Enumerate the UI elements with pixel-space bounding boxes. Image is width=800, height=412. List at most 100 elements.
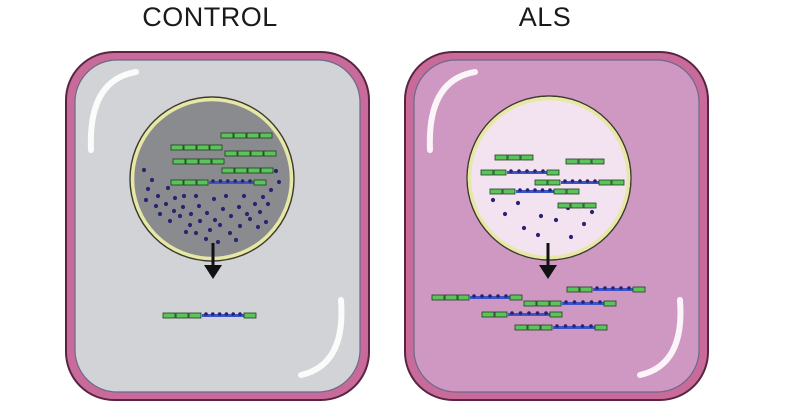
exon-block <box>494 154 508 161</box>
protein-dot <box>510 311 514 315</box>
protein-dot <box>538 213 544 219</box>
exon-block <box>502 188 516 195</box>
rna-strand <box>557 202 597 209</box>
exon-block <box>494 311 508 318</box>
protein-dot <box>183 229 189 235</box>
protein-dot <box>211 196 217 202</box>
protein-dot <box>187 222 193 228</box>
rna-strand <box>514 324 608 331</box>
protein-dot <box>480 294 484 298</box>
protein-dot <box>248 179 252 183</box>
protein-dot <box>535 311 540 315</box>
exon-block <box>557 202 571 209</box>
exon-block <box>507 154 521 161</box>
exon-block <box>591 158 605 165</box>
exon-block <box>603 300 617 307</box>
exon-block <box>444 294 458 301</box>
protein-dot <box>233 179 237 183</box>
exon-block <box>183 144 197 151</box>
protein-dot <box>193 193 199 199</box>
exon-block <box>527 324 541 331</box>
protein-dot <box>268 187 274 193</box>
highlight-top <box>87 69 139 153</box>
protein-dot <box>472 294 476 298</box>
exon-block <box>224 150 238 157</box>
protein-dot <box>490 197 496 203</box>
exon-block <box>260 167 274 174</box>
protein-dot <box>241 193 247 199</box>
down-arrow-icon <box>539 265 557 279</box>
protein-dot <box>196 203 202 209</box>
protein-dot <box>265 201 271 207</box>
protein-dot <box>240 179 245 183</box>
exon-block <box>546 169 560 176</box>
exon-block <box>549 300 562 307</box>
protein-dot <box>603 286 607 290</box>
protein-dot <box>165 185 171 191</box>
exon-block <box>632 286 646 293</box>
rna-strand <box>481 311 563 318</box>
protein-dot <box>143 197 149 203</box>
exon-block <box>253 179 267 186</box>
protein-dot <box>220 206 226 212</box>
protein-dot <box>598 300 602 304</box>
exon-block <box>263 150 277 157</box>
protein-dot <box>570 179 575 183</box>
exon-block <box>493 169 507 176</box>
rna-strand <box>221 167 274 174</box>
rna-strand <box>489 188 580 195</box>
exon-block <box>198 158 212 165</box>
rna-strand <box>172 158 225 165</box>
exon-block <box>457 294 470 301</box>
rna-strand <box>523 300 617 307</box>
protein-dot <box>227 230 233 236</box>
exon-block <box>183 179 197 186</box>
protein-dot <box>564 300 568 304</box>
protein-dot <box>247 216 253 222</box>
rna-strand <box>224 150 277 157</box>
protein-dot <box>496 294 500 298</box>
highlight-bottom <box>298 297 345 378</box>
protein-dot <box>255 224 261 230</box>
protein-dot <box>276 179 282 185</box>
protein-dot <box>204 312 208 316</box>
exon-block <box>579 286 593 293</box>
exon-block <box>259 132 273 139</box>
exon-block <box>583 202 597 209</box>
exon-block <box>536 300 550 307</box>
protein-dot <box>593 179 597 183</box>
exon-block <box>547 179 561 186</box>
exon-block <box>489 188 503 195</box>
protein-dot <box>226 179 230 183</box>
rna-strand <box>220 132 273 139</box>
exon-block <box>570 202 584 209</box>
protein-dot <box>157 211 163 217</box>
exon-block <box>247 167 261 174</box>
protein-dot <box>563 179 567 183</box>
exon-block <box>196 179 209 186</box>
protein-dot <box>263 219 269 225</box>
exon-block <box>172 158 186 165</box>
exon-block <box>523 300 537 307</box>
protein-dot <box>260 194 266 200</box>
protein-dot <box>509 169 513 173</box>
exon-block <box>549 311 563 318</box>
rna-strand <box>162 312 257 319</box>
protein-dot <box>223 193 229 199</box>
protein-dot <box>595 286 599 290</box>
exon-block <box>565 158 579 165</box>
exon-block <box>250 150 264 157</box>
exon-block <box>188 312 202 319</box>
protein-dot <box>244 211 250 217</box>
rna-strand <box>480 169 560 176</box>
als-cell <box>404 51 709 401</box>
protein-dot <box>518 311 523 315</box>
exon-block <box>540 324 553 331</box>
exon-block <box>594 324 608 331</box>
control-cell <box>65 51 370 401</box>
protein-dot <box>544 311 548 315</box>
exon-block <box>234 167 248 174</box>
exon-block <box>170 179 184 186</box>
protein-dot <box>578 179 582 183</box>
protein-dot <box>197 218 203 224</box>
